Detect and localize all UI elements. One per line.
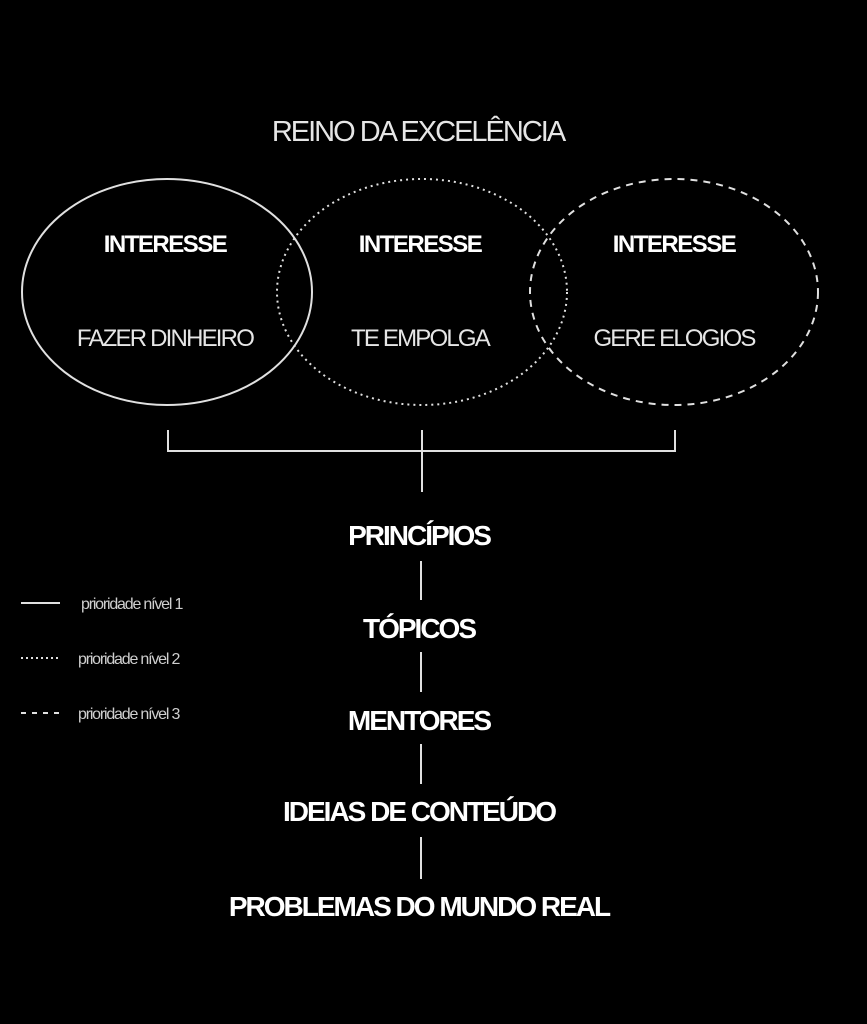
circle-priority-3 bbox=[529, 178, 819, 406]
circle-priority-2 bbox=[276, 178, 568, 406]
level-mentores: MENTORES bbox=[348, 705, 491, 736]
circle-priority-1 bbox=[21, 178, 313, 406]
level-principios: PRINCÍPIOS bbox=[348, 520, 491, 551]
legend-label-1: prioridade nível 1 bbox=[81, 596, 183, 613]
level-problemas-do-mundo-real: PROBLEMAS DO MUNDO REAL bbox=[229, 891, 611, 922]
circle-2-text: TE EMPOLGA bbox=[351, 325, 491, 352]
diagram-title: REINO DA EXCELÊNCIA bbox=[272, 115, 567, 148]
circle-3-heading: INTERESSE bbox=[613, 231, 737, 258]
legend-label-3: prioridade nível 3 bbox=[78, 706, 180, 723]
circle-3-text: GERE ELOGIOS bbox=[593, 325, 755, 352]
level-ideias-de-conteudo: IDEIAS DE CONTEÚDO bbox=[283, 796, 556, 827]
circle-1-heading: INTERESSE bbox=[104, 231, 228, 258]
circle-1-text: FAZER DINHEIRO bbox=[77, 325, 254, 352]
circle-2-heading: INTERESSE bbox=[359, 231, 483, 258]
legend-label-2: prioridade nível 2 bbox=[78, 651, 180, 668]
level-topicos: TÓPICOS bbox=[363, 613, 476, 644]
